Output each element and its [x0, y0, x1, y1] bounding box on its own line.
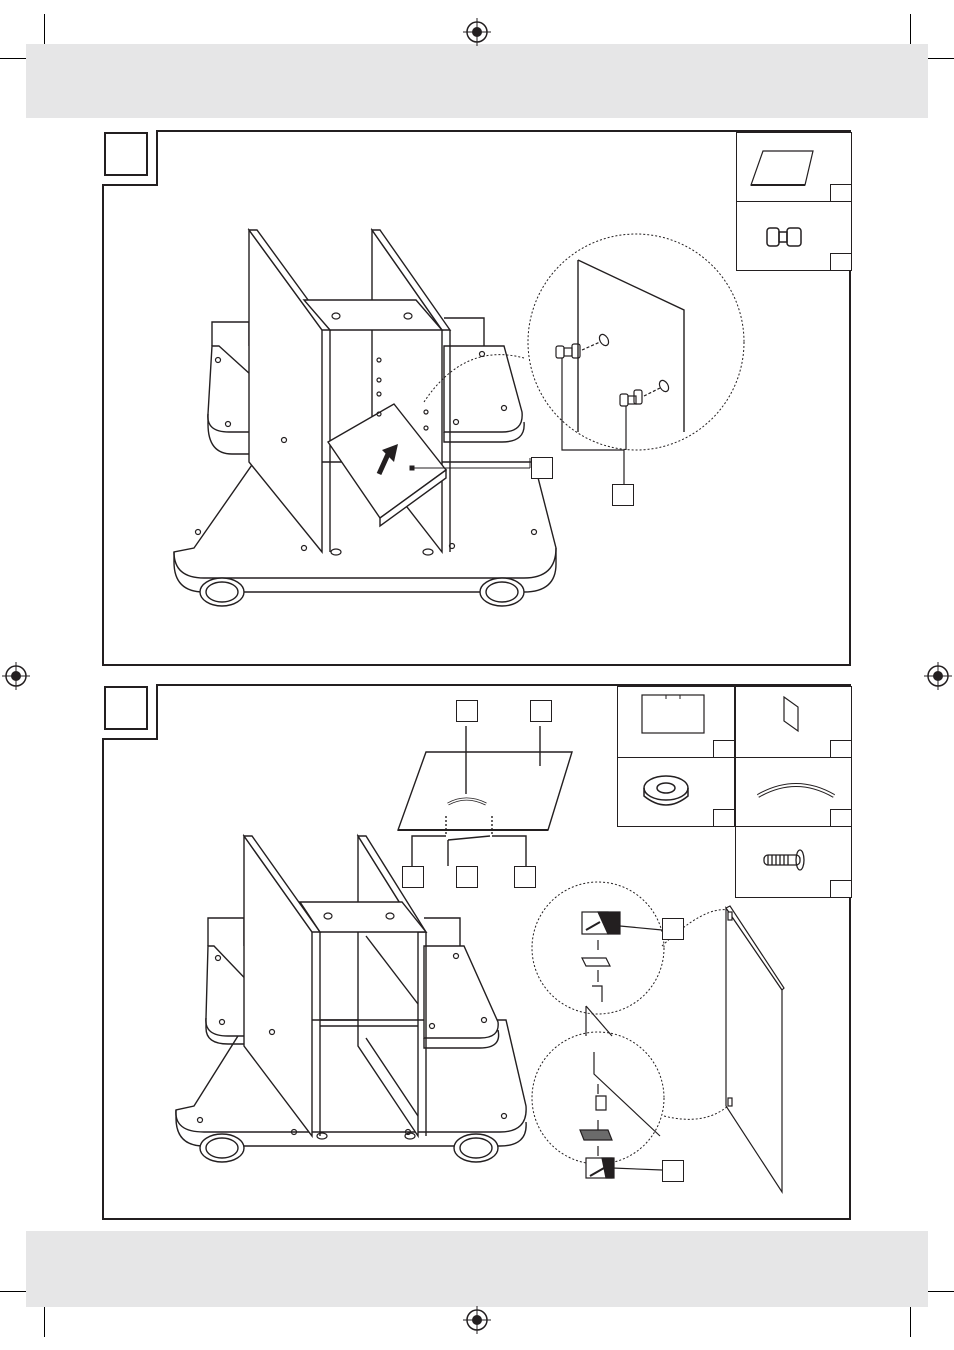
crop-mark-icon: [44, 14, 45, 44]
shelf-pin-callout: [612, 484, 634, 506]
hinge-upper-callout: [662, 918, 684, 940]
step-b-assembly-drawing: [104, 686, 853, 1222]
hinge-lower-callout: [662, 1160, 684, 1182]
registration-mark-icon: [463, 1306, 491, 1334]
crop-mark-icon: [0, 58, 26, 59]
door-panel-callout: [530, 700, 552, 722]
crop-mark-icon: [910, 1307, 911, 1337]
crop-mark-icon: [44, 1307, 45, 1337]
screw-callout: [456, 866, 478, 888]
crop-mark-icon: [910, 14, 911, 44]
registration-mark-icon: [2, 662, 30, 690]
footer-band: [26, 1231, 928, 1307]
washer-callout: [402, 866, 424, 888]
step-b-panel: [102, 684, 851, 1220]
step-a-panel: [102, 130, 851, 666]
crop-mark-icon: [0, 1291, 26, 1292]
registration-mark-icon: [463, 18, 491, 46]
crop-mark-icon: [928, 1291, 954, 1292]
registration-mark-icon: [924, 662, 952, 690]
handle-callout: [456, 700, 478, 722]
washer-callout-2: [514, 866, 536, 888]
shelf-callout: [531, 457, 553, 479]
header-band: [26, 44, 928, 118]
step-a-assembly-drawing: [104, 132, 853, 668]
crop-mark-icon: [928, 58, 954, 59]
